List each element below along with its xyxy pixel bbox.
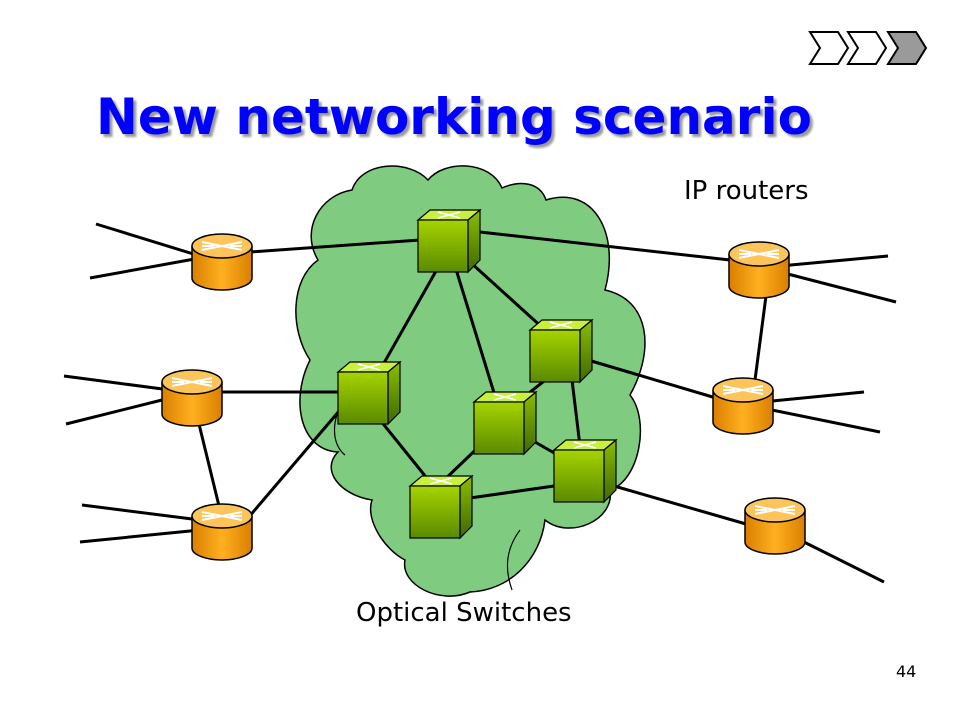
link [469, 484, 555, 500]
link [378, 263, 442, 371]
router-icon [161, 369, 223, 427]
link [378, 419, 432, 483]
link [196, 419, 222, 511]
link [570, 379, 582, 447]
ip-routers-label: IP routers [684, 176, 809, 206]
link [761, 390, 865, 404]
nav-prev-arrow[interactable] [808, 31, 850, 65]
link [753, 295, 768, 381]
page-number: 44 [896, 662, 917, 681]
optical-switch-icon [529, 319, 593, 383]
link [246, 409, 342, 519]
links [63, 222, 897, 584]
optical-switch-icon [417, 209, 481, 273]
link [453, 265, 497, 397]
link [79, 528, 201, 544]
optical-switch-icon [473, 391, 537, 455]
link [479, 230, 731, 262]
link [761, 406, 881, 434]
link [799, 538, 885, 584]
link [613, 484, 747, 526]
nav-arrows[interactable] [808, 30, 932, 66]
nav-next-arrow[interactable] [886, 31, 928, 65]
optical-switches-label: Optical Switches [356, 598, 572, 628]
nav-mid-arrow[interactable] [846, 31, 888, 65]
link [249, 238, 421, 254]
router-icon [191, 503, 253, 561]
slide-title: New networking scenario [96, 88, 812, 146]
link [779, 270, 897, 304]
router-icon [744, 497, 806, 555]
router-icon [191, 233, 253, 291]
optical-switch-icon [409, 475, 473, 539]
router-icon [712, 377, 774, 435]
link [779, 254, 889, 268]
optical-switch-icon [553, 439, 617, 503]
link [65, 396, 171, 426]
link [89, 256, 201, 280]
link [63, 374, 171, 392]
link [95, 222, 201, 258]
router-icon [728, 241, 790, 299]
optical-switch-icon [337, 361, 401, 425]
link [587, 358, 717, 400]
link [468, 260, 547, 332]
link [81, 503, 201, 522]
